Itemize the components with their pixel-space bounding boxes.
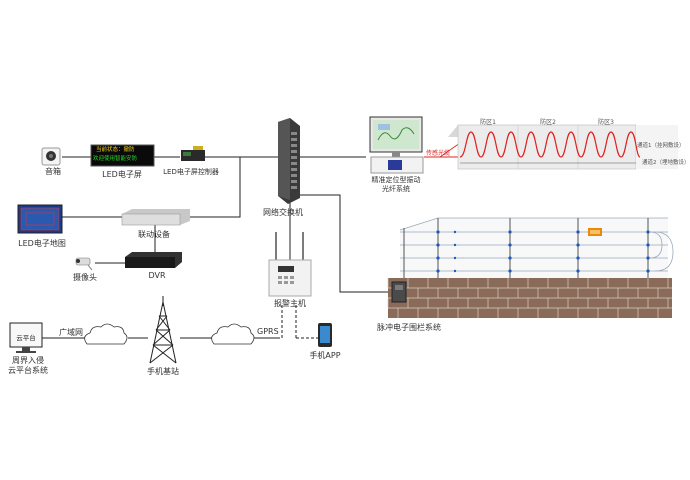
fiber-system-label-2: 光纤系统	[382, 185, 410, 193]
led-map-label: LED电子地图	[18, 239, 66, 248]
led-screen-label: LED电子屏	[102, 170, 142, 179]
dashed-links	[281, 305, 318, 339]
fence-system-label: 脉冲电子围栏系统	[377, 323, 441, 332]
mobile-app-icon	[318, 323, 332, 347]
network-switch-label: 网络交换机	[263, 208, 303, 217]
camera-label: 摄像头	[73, 273, 97, 282]
fiber-system-label-1: 精准定位型振动	[371, 176, 421, 184]
linkage-device-label: 联动设备	[138, 230, 170, 239]
dvr-label: DVR	[148, 271, 166, 280]
cloud-platform-monitor-icon	[9, 322, 43, 353]
zone-1-label: 防区1	[480, 119, 496, 126]
dvr-icon	[125, 252, 182, 268]
led-screen-icon	[90, 144, 155, 167]
monitor-icon	[369, 116, 423, 157]
linkage-device-icon	[121, 209, 190, 226]
mobile-app-label: 手机APP	[309, 351, 341, 360]
speaker-label: 音箱	[45, 167, 61, 176]
cloud-system-label-1: 周界入侵	[12, 356, 44, 365]
fiber-host-icon	[370, 156, 424, 174]
alarm-host-icon	[268, 232, 312, 297]
vibration-waveform	[459, 131, 641, 158]
electric-fence	[387, 217, 674, 318]
cloud-platform-screen-label: 云平台	[16, 334, 36, 342]
base-station-label: 手机基站	[147, 367, 179, 376]
gprs-cloud-icon	[211, 323, 255, 345]
gprs-label: GPRS	[257, 327, 279, 336]
led-map-icon	[17, 204, 63, 234]
led-controller-icon	[181, 146, 205, 161]
zone-strip	[448, 124, 678, 170]
channel-2-label: 通道2（埋地敷设）	[642, 160, 690, 166]
led-screen-welcome-text: 欢迎使用智能安防	[93, 156, 138, 162]
led-controller-label: LED电子屏控制器	[163, 168, 219, 176]
wan-cloud-icon	[84, 323, 128, 345]
camera-icon	[75, 257, 93, 271]
sensing-fiber-label: 传感光缆	[425, 150, 451, 157]
led-screen-status-text: 当前状态：撤防	[96, 147, 135, 153]
zone-3-label: 防区3	[598, 119, 614, 126]
cloud-system-label-2: 云平台系统	[8, 366, 48, 375]
speaker-icon	[41, 147, 61, 166]
zone-2-label: 防区2	[540, 119, 556, 126]
connection-lines	[42, 156, 392, 339]
network-switch-icon	[278, 118, 300, 204]
alarm-host-label: 报警主机	[274, 299, 306, 308]
base-station-icon	[149, 296, 177, 364]
channel-1-label: 通道1（挂网敷设）	[637, 143, 685, 149]
wan-label: 广域网	[59, 328, 83, 337]
